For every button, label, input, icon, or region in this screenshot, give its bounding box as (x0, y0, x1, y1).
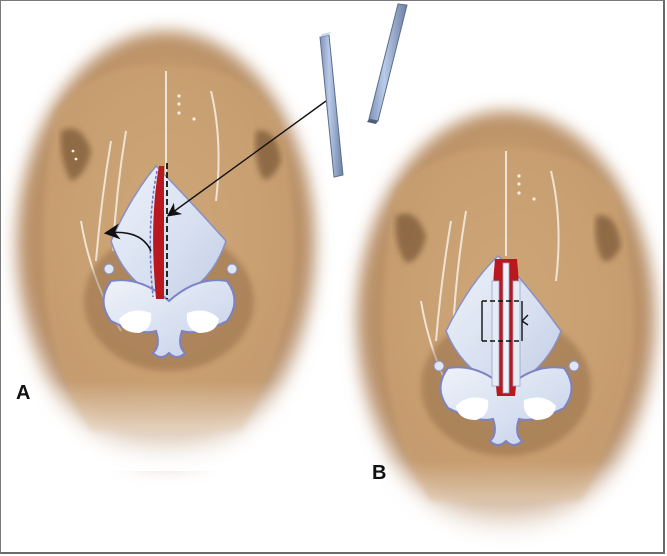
lower-lateral-cartilage-b (439, 366, 573, 446)
graft-2 (367, 3, 408, 124)
panel-b-illustration (356, 111, 663, 552)
panel-label-a: A (16, 382, 31, 404)
septum-incision-a (153, 166, 164, 299)
panel-label-b: B (372, 462, 387, 484)
placed-grafts-b (491, 259, 521, 396)
curved-arrow-icon (103, 223, 152, 252)
panel-a-illustration (16, 31, 341, 471)
graft-1 (319, 32, 344, 178)
pointer-arrow-icon (166, 100, 327, 217)
suture-box (481, 300, 529, 342)
lower-lateral-cartilage-a (102, 279, 236, 358)
spreader-grafts (319, 3, 408, 178)
